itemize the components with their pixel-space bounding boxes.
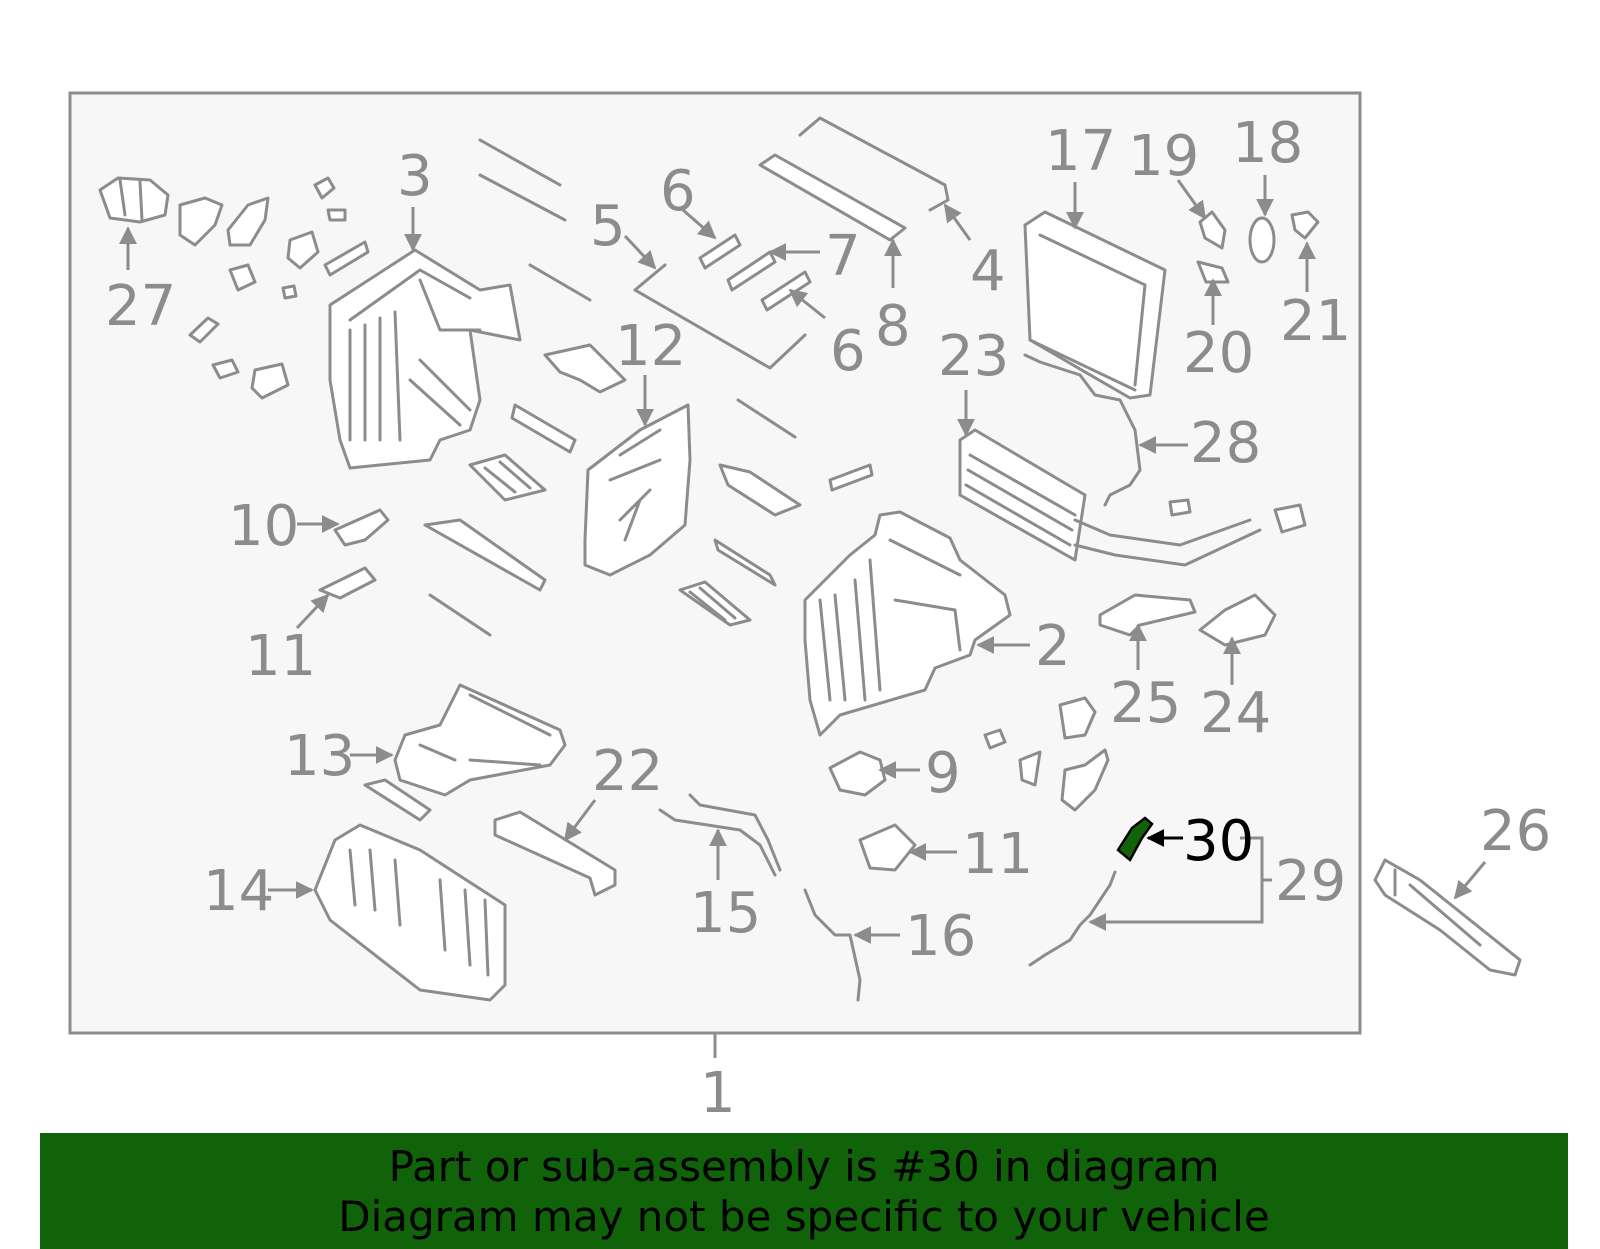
part-actuators-right [983, 696, 1110, 812]
callout-12: 12 [615, 314, 686, 379]
part-9-11-boxes [828, 750, 917, 872]
part-30-highlighted-fitting [1116, 816, 1154, 862]
info-banner: Part or sub-assembly is #30 in diagram D… [40, 1133, 1568, 1249]
callout-4: 4 [970, 239, 1006, 304]
leader-lines [119, 175, 1487, 944]
callout-10: 10 [228, 494, 299, 559]
callout-29: 29 [1275, 849, 1346, 914]
callout-2: 2 [1035, 614, 1071, 679]
part-10-11-left-boxes [318, 508, 390, 600]
part-2-main-case [803, 510, 1012, 737]
callout-6b: 6 [830, 319, 866, 384]
callout-17: 17 [1045, 119, 1116, 184]
callout-14: 14 [203, 859, 274, 924]
callout-26: 26 [1480, 799, 1551, 864]
part-doors-center [423, 343, 874, 627]
callout-5: 5 [590, 194, 626, 259]
part-28-wire [1023, 353, 1142, 507]
callout-18: 18 [1232, 111, 1303, 176]
callout-20: 20 [1183, 321, 1254, 386]
callout-19: 19 [1128, 124, 1199, 189]
part-23-evaporator [958, 428, 1307, 567]
callout-21: 21 [1280, 289, 1351, 354]
callout-1: 1 [700, 1061, 736, 1126]
part-12-center-panel [583, 403, 692, 577]
part-14-lower-case [313, 823, 507, 1002]
callout-24: 24 [1200, 681, 1271, 746]
callout-30-highlighted: 30 [1183, 809, 1254, 874]
banner-disclaimer-line: Diagram may not be specific to your vehi… [338, 1192, 1270, 1241]
callout-15: 15 [690, 881, 761, 946]
banner-part-line: Part or sub-assembly is #30 in diagram [388, 1142, 1220, 1191]
part-18-21-fittings [1196, 210, 1320, 284]
part-16-sensor [803, 888, 862, 1002]
callout-3: 3 [397, 144, 433, 209]
part-26-outer-duct [1373, 858, 1522, 977]
part-27-actuator-group [98, 176, 370, 400]
part-22-seal [493, 810, 617, 897]
callout-6a: 6 [660, 159, 696, 224]
callout-27: 27 [105, 274, 176, 339]
callout-23: 23 [938, 324, 1009, 389]
callout-8: 8 [875, 294, 911, 359]
callout-28: 28 [1190, 411, 1261, 476]
callout-11a: 11 [245, 624, 316, 689]
callout-22: 22 [592, 739, 663, 804]
part-rods-top [428, 138, 797, 637]
callout-labels: 1 2 3 4 5 6 6 7 8 9 10 11 11 12 13 14 15… [105, 111, 1551, 1126]
part-3-upper-case [328, 248, 522, 470]
callout-9: 9 [925, 741, 961, 806]
callout-16: 16 [905, 904, 976, 969]
part-17-heater-core [1023, 210, 1167, 400]
part-13-lower-duct [363, 683, 567, 822]
callout-7: 7 [825, 224, 861, 289]
part-15-hose [658, 793, 782, 877]
part-seals-top [633, 116, 950, 370]
part-29-drain-hose [1028, 870, 1117, 967]
callout-13: 13 [284, 724, 355, 789]
callout-25: 25 [1110, 671, 1181, 736]
callout-11b: 11 [962, 822, 1033, 887]
